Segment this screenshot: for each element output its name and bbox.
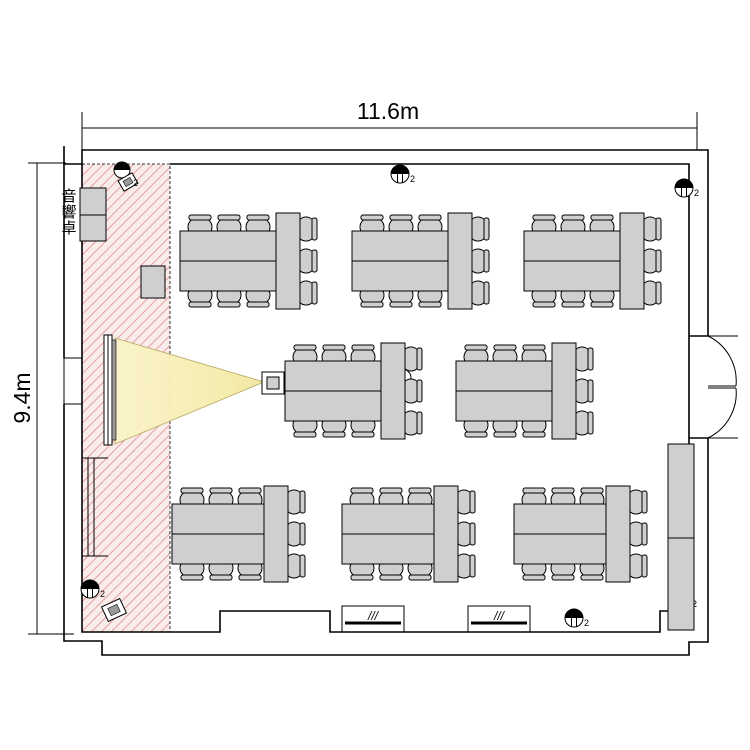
wall-cabinet — [667, 443, 695, 631]
light-fixture: 2 — [564, 608, 589, 628]
table-group — [351, 212, 490, 310]
table — [513, 503, 607, 535]
chair — [296, 216, 318, 242]
chair — [626, 489, 648, 515]
entrance-double-door — [707, 335, 738, 439]
table — [513, 533, 607, 565]
table — [179, 230, 277, 262]
door-mark: /// — [493, 609, 506, 623]
table — [341, 533, 435, 565]
light-number: 2 — [410, 174, 415, 184]
chair — [454, 489, 476, 515]
end-table — [263, 485, 289, 583]
chair — [626, 521, 648, 547]
projection-beam — [114, 337, 266, 445]
table — [284, 360, 382, 392]
table — [351, 260, 449, 292]
table — [341, 503, 435, 535]
table-group — [179, 212, 318, 310]
light-number: 2 — [692, 599, 697, 609]
table — [171, 533, 265, 565]
table-group — [523, 212, 662, 310]
light-number: 2 — [584, 618, 589, 628]
chair — [284, 489, 306, 515]
spot-light: 2 — [113, 161, 139, 192]
table — [284, 390, 382, 422]
table-group — [455, 342, 594, 440]
end-table — [619, 212, 645, 310]
projection-screen — [103, 334, 266, 446]
sound-desk-label: 音響卓 — [60, 188, 77, 236]
height-label: 9.4m — [9, 372, 35, 423]
sound-desk: 音響卓 — [60, 187, 107, 242]
end-table — [380, 342, 406, 440]
table — [455, 390, 553, 422]
light-fixture: 2 — [80, 579, 105, 599]
chair — [284, 553, 306, 579]
chair — [572, 346, 594, 372]
bottom-door-left: /// — [341, 605, 405, 633]
chair — [296, 280, 318, 306]
table — [351, 230, 449, 262]
table-group — [341, 485, 476, 583]
bottom-door-right: /// — [467, 605, 531, 633]
chair — [626, 553, 648, 579]
chair — [401, 346, 423, 372]
chair — [640, 248, 662, 274]
light-number: 2 — [100, 589, 105, 599]
dimension-width: 11.6m — [81, 98, 698, 150]
end-table — [447, 212, 473, 310]
chair — [572, 378, 594, 404]
light-fixture: 2 — [674, 178, 699, 198]
chair — [401, 410, 423, 436]
table-group — [284, 342, 423, 440]
chair — [454, 553, 476, 579]
seating-layout — [171, 212, 662, 583]
end-table — [433, 485, 459, 583]
spot-light — [100, 597, 128, 623]
chair — [572, 410, 594, 436]
table — [523, 230, 621, 262]
door-mark: /// — [367, 609, 380, 623]
table — [179, 260, 277, 292]
chair — [284, 521, 306, 547]
table — [523, 260, 621, 292]
end-table — [605, 485, 631, 583]
light-fixture: 2 — [390, 164, 415, 184]
width-label: 11.6m — [357, 98, 419, 124]
chair — [296, 248, 318, 274]
table — [171, 503, 265, 535]
end-table — [551, 342, 577, 440]
lectern — [140, 265, 166, 299]
chair — [401, 378, 423, 404]
end-table — [275, 212, 301, 310]
dimension-height: 9.4m — [9, 162, 74, 635]
table-group — [513, 485, 648, 583]
light-number: 2 — [133, 178, 138, 188]
projector — [261, 371, 285, 395]
light-number: 2 — [694, 188, 699, 198]
table — [455, 360, 553, 392]
chair — [454, 521, 476, 547]
table-group — [171, 485, 306, 583]
